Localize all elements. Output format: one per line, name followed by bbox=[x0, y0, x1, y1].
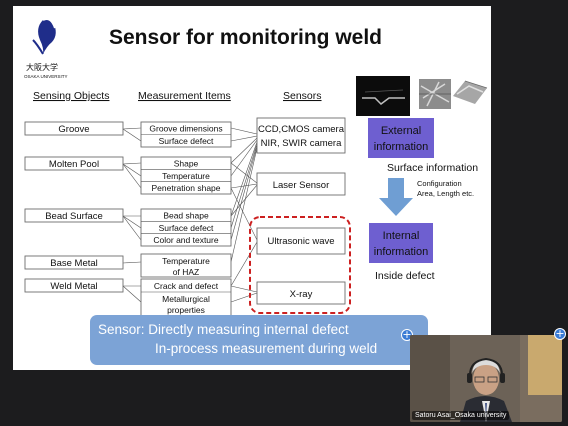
svg-text:External: External bbox=[381, 125, 421, 137]
item-groove-dimensions: Groove dimensions bbox=[149, 124, 222, 134]
video-options-icon[interactable]: + bbox=[554, 327, 566, 340]
svg-text:Base Metal: Base Metal bbox=[50, 258, 98, 269]
down-arrow-icon bbox=[379, 178, 413, 216]
svg-text:information: information bbox=[374, 141, 428, 153]
sensing-object-molten-pool: Molten Pool bbox=[24, 156, 124, 171]
participant-video-feed bbox=[410, 335, 562, 422]
header-sensors: Sensors bbox=[283, 90, 322, 102]
weld-camera-image bbox=[356, 76, 410, 116]
bead-3d-image bbox=[453, 80, 488, 104]
svg-text:information: information bbox=[374, 246, 428, 258]
weld-surface-image bbox=[419, 79, 451, 109]
osaka-university-logo bbox=[32, 18, 56, 55]
shared-slide: 大阪大学 OSAKA UNIVERSITY Sensor for monitor… bbox=[13, 6, 491, 370]
measurement-items: Groove dimensions Surface defect Shape T… bbox=[140, 121, 232, 317]
svg-text:Internal: Internal bbox=[383, 230, 420, 242]
item-temperature: Temperature bbox=[162, 171, 210, 181]
participant-name-label: Satoru Asai_Osaka university bbox=[412, 411, 510, 420]
item-temperature-haz-2: of HAZ bbox=[173, 267, 199, 277]
connector-lines bbox=[122, 127, 258, 303]
banner-line-2: In-process measurement during weld bbox=[155, 341, 378, 356]
sensing-object-weld-metal: Weld Metal bbox=[24, 278, 124, 293]
svg-text:Bead Surface: Bead Surface bbox=[45, 211, 103, 222]
internal-information-box: Internal information bbox=[369, 223, 433, 263]
sensor-xray: X-ray bbox=[256, 281, 346, 305]
internal-sensors-highlight bbox=[249, 216, 351, 314]
external-information-box: External information bbox=[368, 118, 434, 158]
svg-text:Molten Pool: Molten Pool bbox=[49, 159, 99, 170]
item-metallurgical-2: properties bbox=[167, 305, 205, 315]
logo-jp-text: 大阪大学 bbox=[26, 62, 58, 72]
item-surface-defect: Surface defect bbox=[159, 136, 214, 146]
item-temperature-haz-1: Temperature bbox=[162, 256, 210, 266]
inside-defect-label: Inside defect bbox=[375, 270, 435, 282]
item-bead-shape: Bead shape bbox=[163, 211, 209, 221]
item-shape: Shape bbox=[174, 159, 199, 169]
configuration-label: Configuration bbox=[417, 179, 462, 188]
sensor-ultrasonic: Ultrasonic wave bbox=[256, 227, 346, 255]
svg-text:Weld Metal: Weld Metal bbox=[50, 281, 97, 292]
banner-line-1: Sensor: Directly measuring internal defe… bbox=[98, 322, 349, 337]
participant-video-tile[interactable]: Satoru Asai_Osaka university bbox=[410, 335, 562, 422]
item-metallurgical-1: Metallurgical bbox=[162, 294, 210, 304]
sensor-summary-banner: Sensor: Directly measuring internal defe… bbox=[90, 315, 428, 365]
sensing-object-base-metal: Base Metal bbox=[24, 255, 124, 270]
slide-canvas: 大阪大学 OSAKA UNIVERSITY Sensor for monitor… bbox=[24, 18, 488, 317]
header-sensing-objects: Sensing Objects bbox=[33, 90, 109, 102]
item-penetration-shape: Penetration shape bbox=[152, 183, 221, 193]
header-measurement-items: Measurement Items bbox=[138, 90, 231, 102]
sensor-laser: Laser Sensor bbox=[256, 172, 346, 196]
area-length-label: Area, Length etc. bbox=[417, 189, 474, 198]
sensing-object-groove: Groove bbox=[24, 121, 124, 136]
item-bead-surface-defect: Surface defect bbox=[159, 223, 214, 233]
surface-information-label: Surface information bbox=[387, 162, 478, 174]
item-crack-defect: Crack and defect bbox=[154, 281, 219, 291]
svg-text:Ultrasonic wave: Ultrasonic wave bbox=[267, 236, 334, 247]
slide-title: Sensor for monitoring weld bbox=[109, 26, 382, 49]
logo-en-text: OSAKA UNIVERSITY bbox=[24, 74, 68, 79]
svg-text:Groove: Groove bbox=[58, 124, 89, 135]
sensing-object-bead-surface: Bead Surface bbox=[24, 208, 124, 223]
sensor-camera: CCD,CMOS camera NIR, SWIR camera bbox=[256, 117, 346, 154]
svg-text:X-ray: X-ray bbox=[290, 289, 313, 300]
svg-text:Laser Sensor: Laser Sensor bbox=[273, 180, 330, 191]
svg-text:CCD,CMOS camera: CCD,CMOS camera bbox=[258, 124, 345, 135]
item-color-texture: Color and texture bbox=[153, 235, 218, 245]
svg-text:NIR, SWIR camera: NIR, SWIR camera bbox=[261, 138, 342, 149]
